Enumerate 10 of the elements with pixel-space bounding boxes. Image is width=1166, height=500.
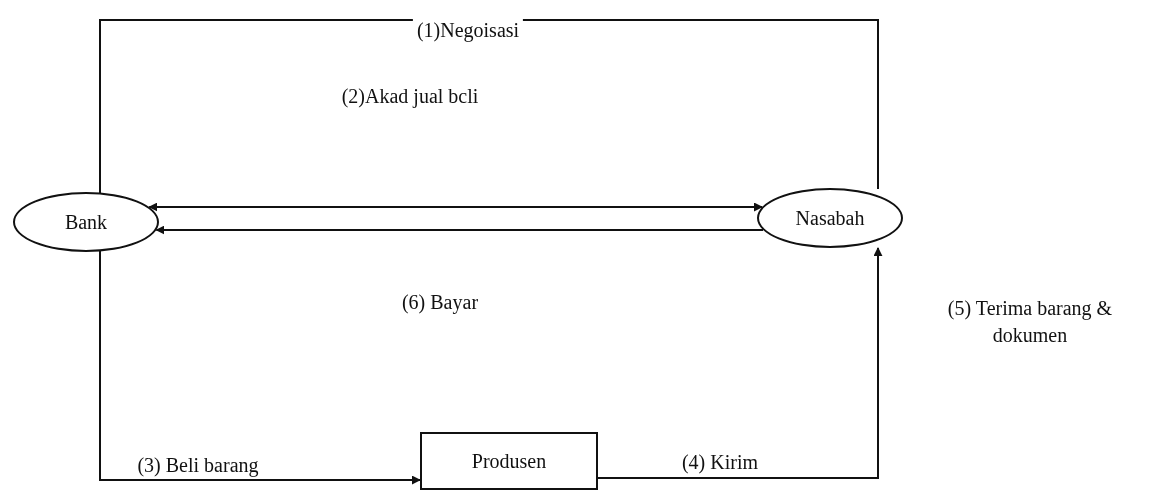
connector-line [99,19,879,194]
node-label: Bank [64,210,108,234]
arrow [148,202,764,212]
step-note: (5) Terima barang & dokumen [946,296,1114,348]
node-label: Produsen [471,449,547,473]
arrow [99,250,421,485]
arrow [597,247,883,479]
edge-label: (1)Negoisasi [412,18,524,42]
node-label: Nasabah [795,206,865,230]
process-box [420,432,598,490]
